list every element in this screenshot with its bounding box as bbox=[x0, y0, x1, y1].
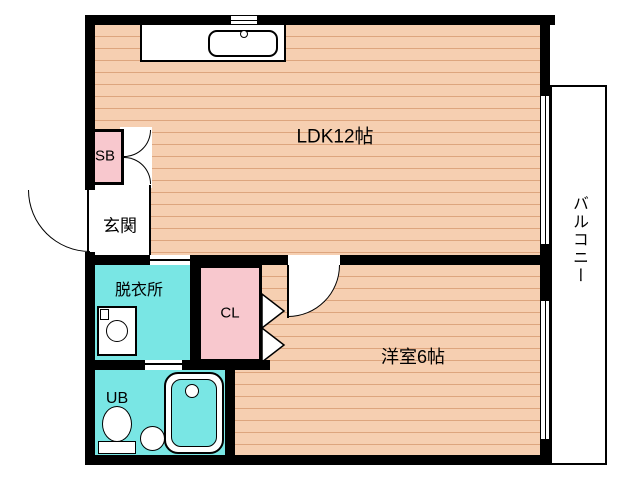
kitchen-window-line bbox=[231, 20, 257, 21]
entrance-door-arc bbox=[28, 190, 90, 252]
detergent-tray-icon bbox=[100, 309, 109, 320]
bathtub-drain-icon bbox=[185, 384, 199, 398]
wall-right-lower bbox=[540, 440, 550, 465]
room-ldk-floor bbox=[95, 25, 540, 255]
western-room-door-leaf bbox=[287, 265, 289, 318]
room-label-unit-bath: UB bbox=[105, 390, 129, 407]
room-label-western: 洋室6帖 bbox=[380, 347, 446, 367]
dressing-sliding-door bbox=[150, 259, 190, 261]
wall-bath-right bbox=[182, 360, 270, 370]
washbasin-icon bbox=[140, 426, 165, 451]
ldk-window bbox=[540, 95, 550, 245]
wall-mid-band-1 bbox=[95, 255, 150, 265]
wall-unit-bath-east bbox=[225, 370, 235, 455]
wall-dressing-closet bbox=[190, 265, 200, 360]
wall-bottom bbox=[85, 455, 550, 465]
room-label-entrance: 玄関 bbox=[103, 216, 137, 236]
toilet-bowl-icon bbox=[102, 406, 132, 442]
wall-right-upper bbox=[540, 15, 550, 95]
room-western-floor bbox=[235, 265, 540, 455]
ldk-window-line bbox=[545, 96, 546, 244]
wall-right-middle bbox=[540, 245, 550, 300]
bathtub-icon bbox=[164, 372, 224, 454]
room-label-closet: CL bbox=[220, 304, 240, 322]
room-label-shoe-box: SB bbox=[94, 147, 116, 165]
balcony-area bbox=[550, 85, 607, 465]
wall-left-lower bbox=[85, 252, 95, 465]
washing-machine-icon bbox=[97, 306, 137, 356]
entrance-step-line bbox=[149, 185, 151, 255]
wall-top bbox=[85, 15, 555, 25]
closet-folding-door-icon bbox=[261, 292, 286, 364]
room-label-dressing: 脱衣所 bbox=[114, 282, 164, 299]
wall-bath-left bbox=[95, 360, 145, 370]
washing-machine-drum-icon bbox=[106, 320, 128, 342]
room-label-balcony: バルコニー bbox=[570, 195, 587, 285]
western-room-window-line bbox=[545, 301, 546, 439]
room-label-ldk: LDK12帖 bbox=[296, 126, 374, 148]
wall-mid-band-2 bbox=[190, 255, 288, 265]
wall-mid-band-3 bbox=[340, 255, 550, 265]
western-room-window bbox=[540, 300, 550, 440]
wall-left-upper bbox=[85, 15, 95, 190]
entrance-door-leaf bbox=[87, 190, 89, 252]
bath-sliding-door bbox=[145, 363, 182, 365]
room-entrance-floor bbox=[95, 185, 150, 255]
toilet-tank-icon bbox=[98, 441, 136, 454]
kitchen-window bbox=[230, 15, 258, 25]
kitchen-faucet-icon bbox=[240, 30, 248, 38]
